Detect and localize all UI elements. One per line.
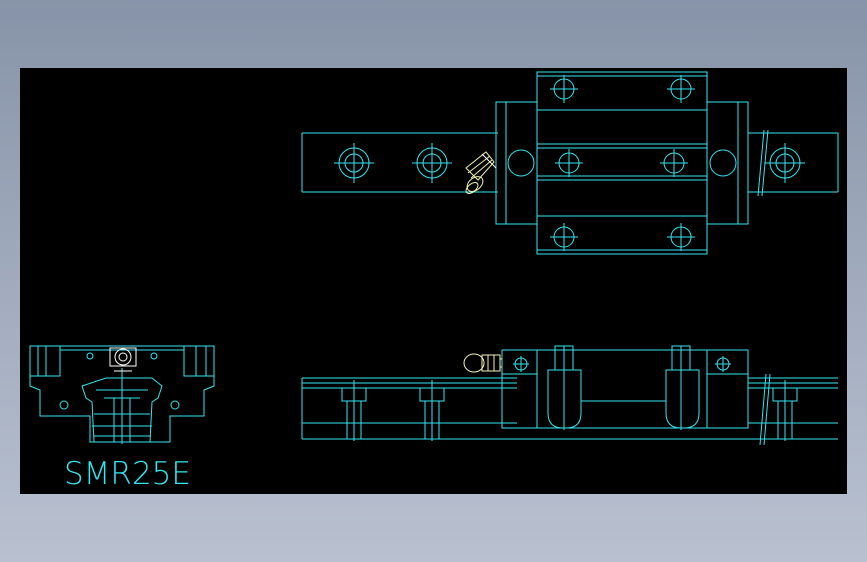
top-end-seals: [495, 101, 749, 225]
end-view: [29, 345, 215, 444]
top-carriage-body: [536, 71, 708, 255]
side-rail: [301, 373, 838, 446]
end-grease-fitting: [109, 347, 137, 372]
top-rail: [301, 129, 839, 197]
side-carriage: [501, 345, 749, 430]
cad-viewport[interactable]: SMR25E: [20, 68, 847, 494]
side-grease-fitting: [463, 353, 502, 373]
part-label: SMR25E: [64, 456, 191, 492]
top-view: [301, 71, 839, 255]
top-grease-fitting: [465, 151, 497, 194]
cad-drawing: [29, 71, 839, 446]
side-view: [301, 345, 838, 446]
